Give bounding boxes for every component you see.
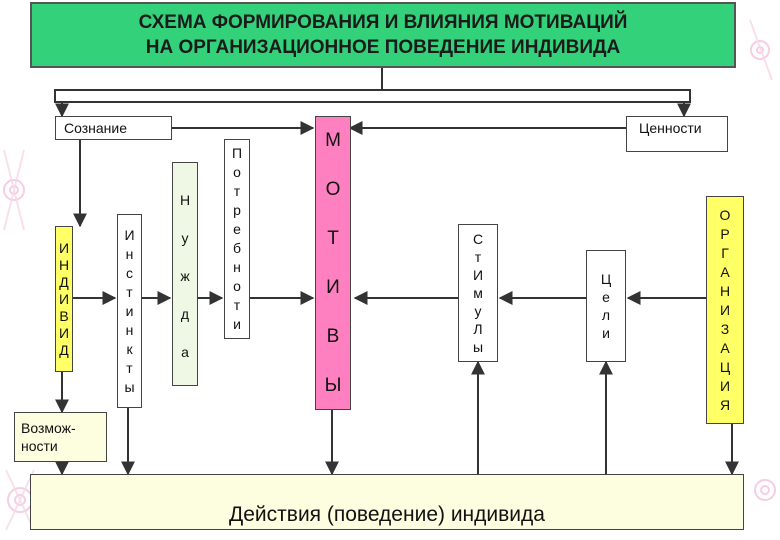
wants-letter: е xyxy=(233,221,241,237)
possibilities-box: Возмож- ности xyxy=(14,412,107,462)
individual-box: И Н Д И В И Д xyxy=(55,226,73,372)
diagram-title-text: СХЕМА ФОРМИРОВАНИЯ И ВЛИЯНИЯ МОТИВАЦИЙ Н… xyxy=(138,12,628,58)
incentives-letter: т xyxy=(474,249,482,265)
incentives-letter: Л xyxy=(473,321,483,337)
individual-letter: И xyxy=(58,239,70,256)
values-box: Ценности xyxy=(626,116,728,152)
incentives-letter: И xyxy=(472,267,484,283)
motives-letter: О xyxy=(325,179,341,200)
needs-box: Н у ж д а xyxy=(172,162,198,386)
wants-box: П о т р е б н о т и xyxy=(224,139,250,339)
instincts-letter: н xyxy=(125,245,134,262)
incentives-letter: С xyxy=(472,231,484,247)
needs-letter: Н xyxy=(179,192,191,208)
organization-letter: Р xyxy=(720,225,730,242)
wants-letter: т xyxy=(233,297,241,313)
individual-letter: В xyxy=(59,307,69,324)
instincts-box: И н с т и н к т ы xyxy=(117,214,142,408)
incentives-letter: ы xyxy=(472,339,484,355)
values-label: Ценности xyxy=(639,120,702,136)
wants-letter: р xyxy=(233,202,241,218)
organization-letter: О xyxy=(719,206,731,223)
organization-letter: И xyxy=(719,301,731,318)
instincts-letter: с xyxy=(126,264,133,281)
organization-letter: Я xyxy=(719,396,731,413)
organization-letter: И xyxy=(719,377,731,394)
top-feedback-bar xyxy=(54,89,691,103)
wants-letter: т xyxy=(233,183,241,199)
instincts-letter: н xyxy=(125,321,134,338)
wants-letter: о xyxy=(233,164,241,180)
needs-letter: ж xyxy=(180,268,190,284)
motives-letter: В xyxy=(326,326,340,347)
actions-box: Действия (поведение) индивида xyxy=(30,474,744,530)
motives-letter: Ы xyxy=(324,375,342,396)
wants-letter: о xyxy=(233,278,241,294)
motives-box: М О Т И В Ы xyxy=(315,116,351,410)
wants-letter: и xyxy=(233,316,241,332)
organization-letter: А xyxy=(720,339,730,356)
needs-letter: а xyxy=(181,344,189,360)
instincts-letter: т xyxy=(126,359,133,376)
instincts-letter: ы xyxy=(124,378,135,395)
motives-letter: И xyxy=(326,277,340,298)
goals-letter: и xyxy=(602,325,610,341)
incentives-letter: м xyxy=(473,285,483,301)
consciousness-label: Сознание xyxy=(64,120,128,136)
individual-letter: Д xyxy=(59,273,69,290)
individual-letter: Н xyxy=(58,256,70,273)
incentives-box: С т И м у Л ы xyxy=(458,224,498,362)
wants-letter: н xyxy=(233,259,241,275)
needs-letter: д xyxy=(180,306,190,322)
organization-letter: Н xyxy=(719,282,731,299)
individual-letter: И xyxy=(58,290,70,307)
possibilities-label: Возмож- ности xyxy=(21,420,76,454)
goals-box: Ц е л и xyxy=(586,250,626,362)
motives-letter: Т xyxy=(327,228,339,249)
instincts-letter: к xyxy=(126,340,133,357)
individual-letter: Д xyxy=(59,341,69,358)
diagram-title: СХЕМА ФОРМИРОВАНИЯ И ВЛИЯНИЯ МОТИВАЦИЙ Н… xyxy=(30,2,736,68)
consciousness-box: Сознание xyxy=(55,116,172,140)
organization-box: О Р Г А Н И З А Ц И Я xyxy=(706,196,744,424)
goals-letter: е xyxy=(602,289,610,305)
organization-letter: Ц xyxy=(719,358,731,375)
incentives-letter: у xyxy=(474,303,482,319)
organization-letter: Г xyxy=(721,244,729,261)
instincts-letter: и xyxy=(125,302,134,319)
organization-letter: З xyxy=(720,320,730,337)
wants-letter: б xyxy=(232,240,242,256)
needs-letter: у xyxy=(181,230,189,246)
individual-letter: И xyxy=(58,324,70,341)
wants-letter: П xyxy=(231,145,243,161)
actions-label: Действия (поведение) индивида xyxy=(229,503,545,526)
goals-letter: л xyxy=(601,307,611,323)
goals-letter: Ц xyxy=(600,271,612,287)
instincts-letter: И xyxy=(124,226,135,243)
motives-letter: М xyxy=(325,130,341,151)
organization-letter: А xyxy=(720,263,730,280)
instincts-letter: т xyxy=(126,283,133,300)
